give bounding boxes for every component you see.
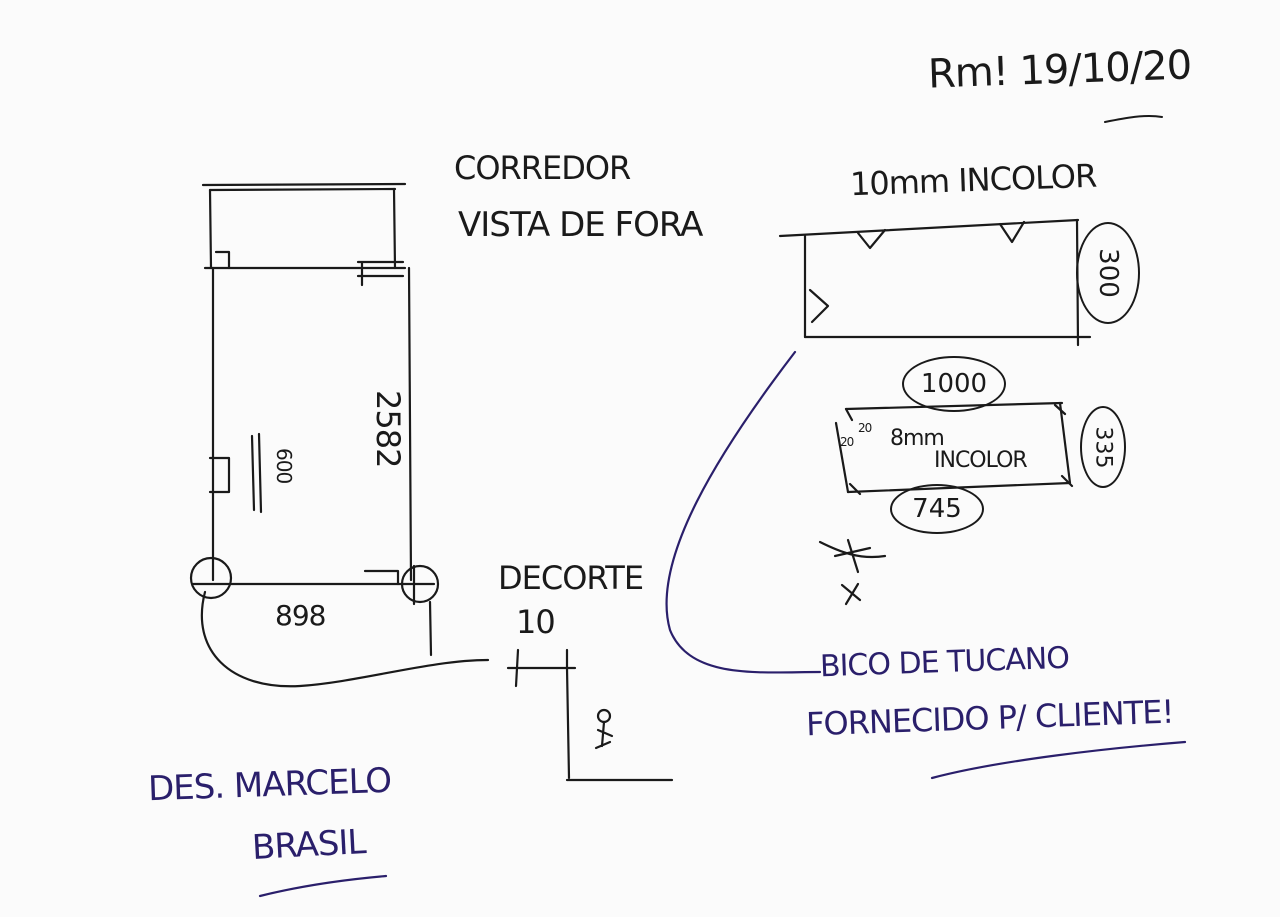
cut-detail-value: 10 xyxy=(516,603,556,641)
panel-title-line1: CORREDOR xyxy=(454,149,631,187)
revision-date: Rm! 19/10/20 xyxy=(927,42,1192,98)
top-glass-drawing xyxy=(778,218,1092,347)
panel-width-dimension: 898 xyxy=(275,599,326,632)
lower-glass-height-badge: 335 xyxy=(1080,406,1126,488)
author-underline xyxy=(258,874,388,898)
panel-title-line2: VISTA DE FORA xyxy=(458,205,703,245)
author-line2: BRASIL xyxy=(251,822,367,868)
top-glass-height: 300 xyxy=(1092,248,1123,298)
lower-glass-bottom-badge: 745 xyxy=(890,484,984,534)
lower-glass-height: 335 xyxy=(1090,426,1116,468)
top-glass-height-badge: 300 xyxy=(1076,222,1140,324)
lower-glass-spec-line1: 8mm xyxy=(890,426,945,451)
note-underline xyxy=(930,740,1187,780)
door-panel-drawing xyxy=(189,182,490,688)
note-line1: BICO DE TUCANO xyxy=(819,640,1070,685)
panel-height-dimension: 2582 xyxy=(369,390,407,468)
leader-line xyxy=(665,350,822,674)
lower-glass-corner-b: 20 xyxy=(858,421,872,435)
top-glass-spec: 10mm INCOLOR xyxy=(849,156,1097,204)
handle-dimension: 600 xyxy=(272,448,296,484)
cut-detail-label: DECORTE xyxy=(498,559,644,597)
author-line1: DES. MARCELO xyxy=(147,760,392,810)
lower-glass-corner-a: 20 xyxy=(840,435,854,449)
lower-glass-top-dimension: 1000 xyxy=(920,369,988,399)
lower-glass-top-badge: 1000 xyxy=(902,356,1006,412)
scribble-marks xyxy=(818,538,887,606)
lower-glass-bottom-dimension: 745 xyxy=(912,494,962,524)
date-underline xyxy=(1104,114,1163,123)
cut-detail-drawing xyxy=(506,648,674,782)
lower-glass-spec-line2: INCOLOR xyxy=(934,448,1028,473)
